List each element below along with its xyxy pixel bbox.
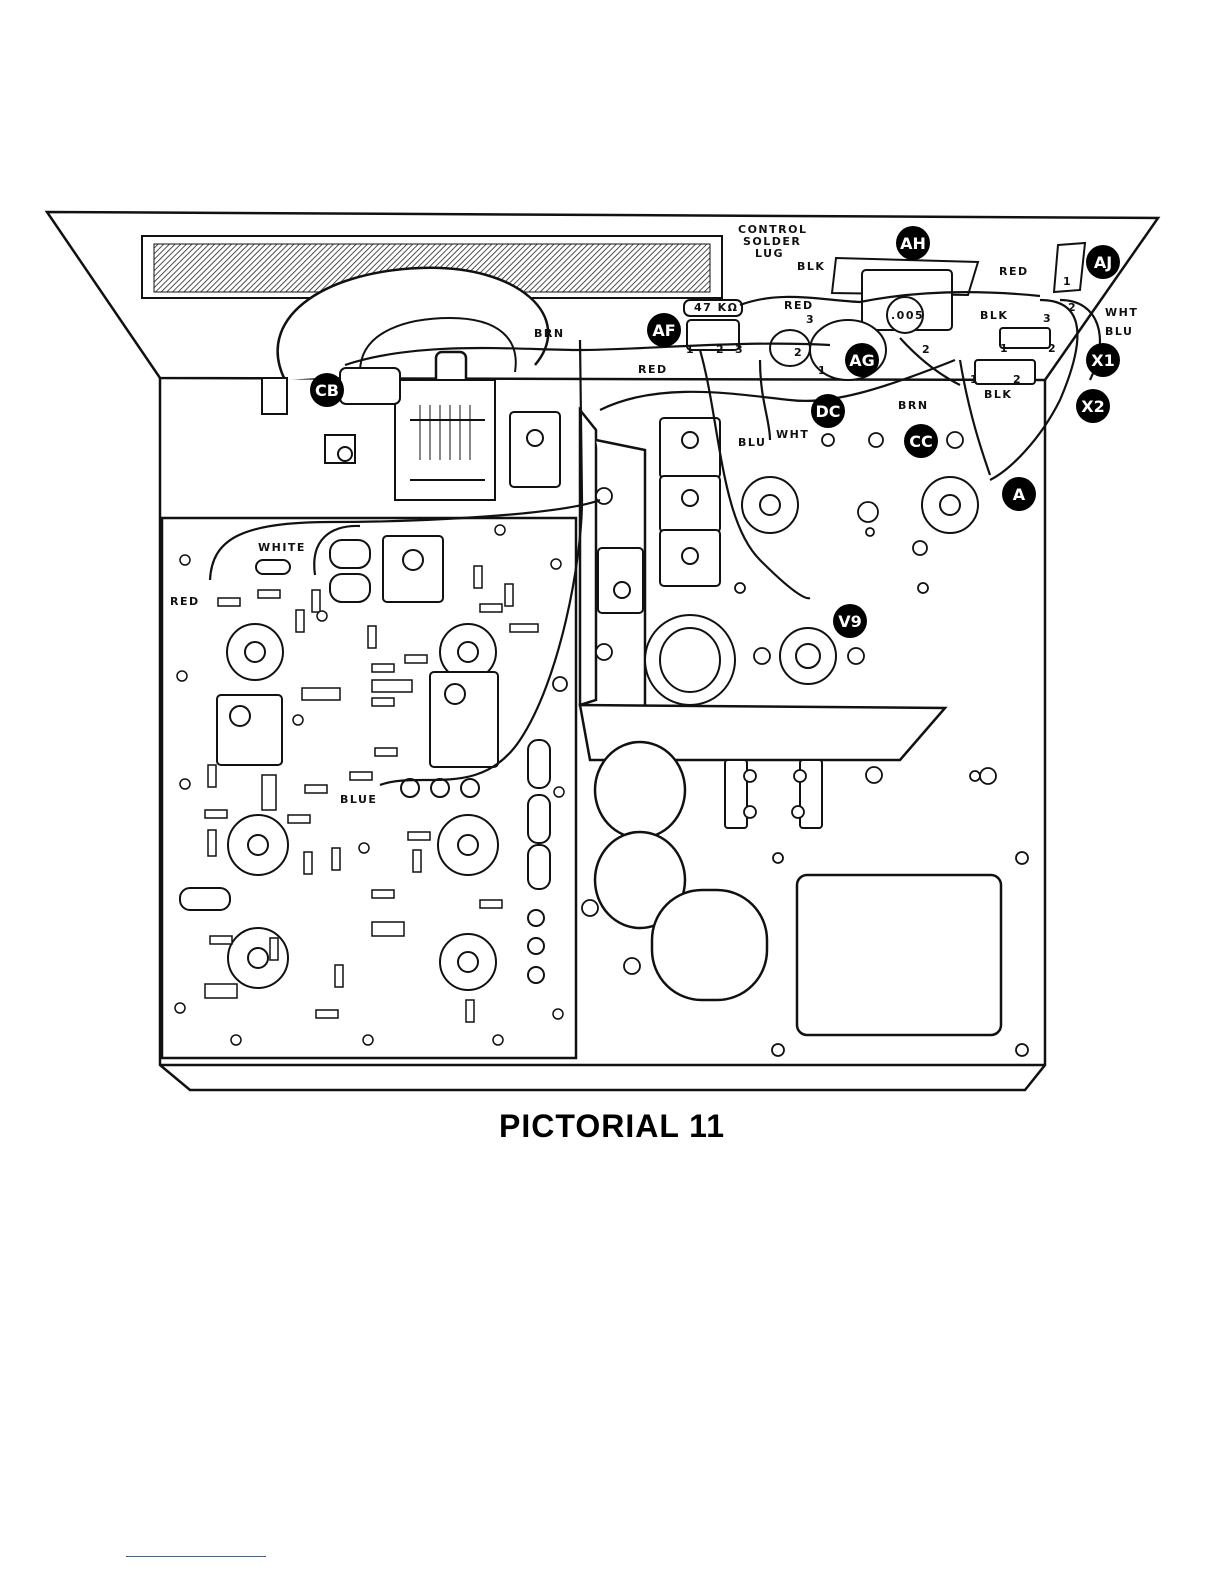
callout-x2: X2 bbox=[1076, 389, 1110, 423]
svg-text:3: 3 bbox=[735, 343, 744, 356]
callout-a: A bbox=[1002, 477, 1036, 511]
svg-text:CC: CC bbox=[909, 432, 932, 451]
svg-text:3: 3 bbox=[1043, 312, 1052, 325]
svg-text:X1: X1 bbox=[1091, 351, 1114, 370]
svg-text:BRN: BRN bbox=[898, 399, 929, 412]
svg-text:WHITE: WHITE bbox=[258, 541, 306, 554]
svg-text:AG: AG bbox=[849, 351, 875, 370]
callout-aj: AJ bbox=[1086, 245, 1120, 279]
svg-text:1: 1 bbox=[1000, 342, 1009, 355]
svg-text:WHT: WHT bbox=[776, 428, 809, 441]
svg-text:.005: .005 bbox=[891, 309, 924, 322]
callout-v9: V9 bbox=[833, 604, 867, 638]
svg-text:2: 2 bbox=[1048, 342, 1057, 355]
svg-text:2: 2 bbox=[922, 343, 931, 356]
svg-text:2: 2 bbox=[794, 346, 803, 359]
svg-text:2: 2 bbox=[716, 343, 725, 356]
svg-text:2: 2 bbox=[1013, 373, 1022, 386]
svg-text:BLK: BLK bbox=[984, 388, 1012, 401]
terminal-strips bbox=[725, 760, 822, 828]
svg-text:1: 1 bbox=[686, 343, 695, 356]
svg-text:3: 3 bbox=[806, 313, 815, 326]
callout-x1: X1 bbox=[1086, 343, 1120, 377]
svg-text:BLUE: BLUE bbox=[340, 793, 377, 806]
callout-dc: DC bbox=[811, 394, 845, 428]
callout-cc: CC bbox=[904, 424, 938, 458]
callout-ah: AH bbox=[896, 226, 930, 260]
svg-text:2: 2 bbox=[1068, 301, 1077, 314]
svg-text:AJ: AJ bbox=[1094, 253, 1112, 272]
circuit-board bbox=[162, 518, 576, 1058]
callout-cb: CB bbox=[310, 373, 344, 407]
svg-text:47 KΩ: 47 KΩ bbox=[694, 301, 739, 314]
svg-text:A: A bbox=[1013, 485, 1026, 504]
svg-text:DC: DC bbox=[815, 402, 840, 421]
svg-text:RED: RED bbox=[999, 265, 1029, 278]
svg-text:WHT: WHT bbox=[1105, 306, 1138, 319]
svg-text:BLK: BLK bbox=[980, 309, 1008, 322]
svg-text:LUG: LUG bbox=[755, 247, 784, 260]
svg-text:BRN: BRN bbox=[534, 327, 565, 340]
callout-af: AF bbox=[647, 313, 681, 347]
svg-text:BLK: BLK bbox=[797, 260, 825, 273]
pictorial-caption: PICTORIAL 11 bbox=[0, 1108, 1224, 1145]
svg-text:1: 1 bbox=[970, 373, 979, 386]
svg-text:1: 1 bbox=[818, 364, 827, 377]
svg-text:AH: AH bbox=[900, 234, 926, 253]
svg-text:AF: AF bbox=[652, 321, 675, 340]
svg-text:X2: X2 bbox=[1081, 397, 1104, 416]
footer-rule bbox=[126, 1556, 266, 1557]
svg-text:CB: CB bbox=[315, 381, 339, 400]
svg-text:BLU: BLU bbox=[738, 436, 766, 449]
power-transformer-plate bbox=[797, 875, 1001, 1035]
callout-ag: AG bbox=[845, 343, 879, 377]
tuning-capacitor bbox=[262, 368, 495, 500]
svg-text:BLU: BLU bbox=[1105, 325, 1133, 338]
svg-text:V9: V9 bbox=[838, 612, 862, 631]
svg-text:RED: RED bbox=[638, 363, 668, 376]
svg-text:RED: RED bbox=[784, 299, 814, 312]
svg-text:RED: RED bbox=[170, 595, 200, 608]
svg-text:1: 1 bbox=[1063, 275, 1072, 288]
